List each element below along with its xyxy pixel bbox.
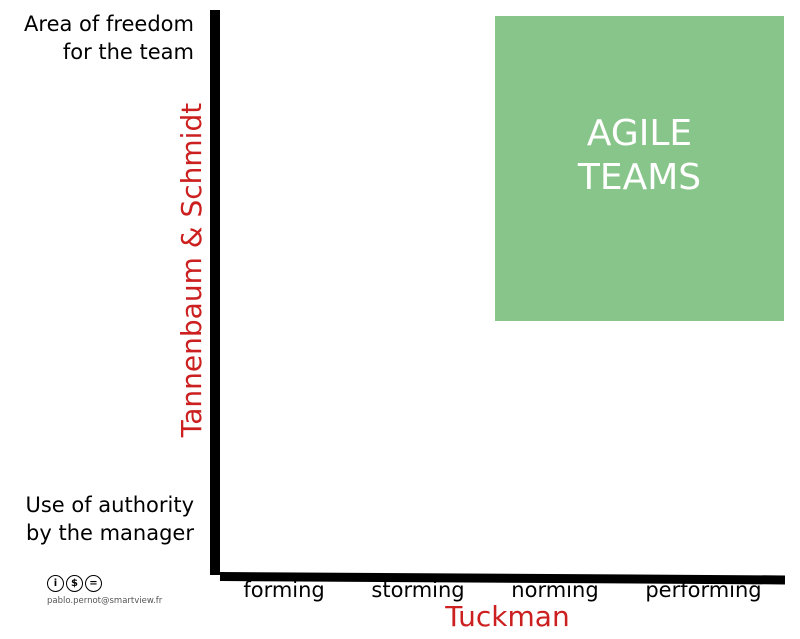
cc-nd-icon: = xyxy=(85,575,102,592)
y-axis-bottom-label: Use of authority by the manager xyxy=(25,493,194,545)
agile-teams-label: AGILE TEAMS xyxy=(577,113,702,198)
y-axis-title: Tannenbaum & Schmidt xyxy=(175,102,208,438)
x-tick-storming: storming xyxy=(371,578,465,602)
x-tick-performing: performing xyxy=(645,578,762,602)
y-axis-line xyxy=(210,10,220,575)
license-badge[interactable]: i $ = xyxy=(47,575,102,592)
x-tick-norming: norming xyxy=(511,578,599,602)
cc-by-icon: i xyxy=(47,575,64,592)
author-credit: pablo.pernot@smartview.fr xyxy=(47,596,163,606)
y-axis-top-label: Area of freedom for the team xyxy=(24,12,194,64)
agile-teams-region: AGILE TEAMS xyxy=(495,16,784,321)
x-axis-title: Tuckman xyxy=(445,600,570,633)
x-tick-forming: forming xyxy=(243,578,325,602)
cc-nc-icon: $ xyxy=(66,575,83,592)
x-axis-ticks: forming storming norming performing xyxy=(220,576,785,604)
